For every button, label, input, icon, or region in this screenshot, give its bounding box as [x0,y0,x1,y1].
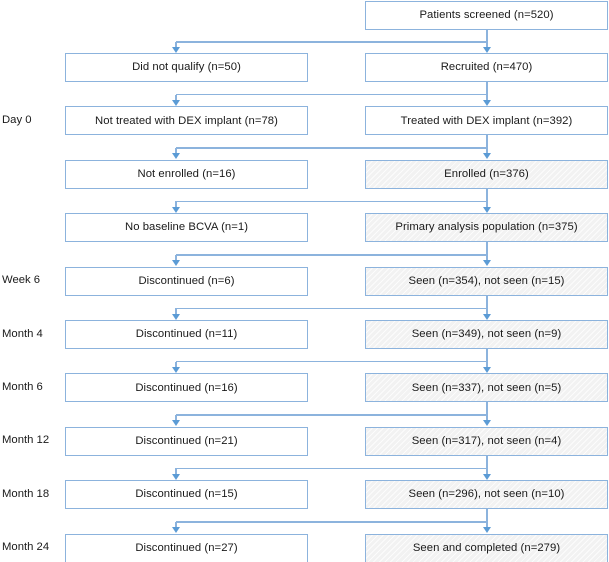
row-label-8: Month 18 [2,487,50,500]
node-row-5-right: Seen (n=349), not seen (n=9) [365,320,608,349]
connector-arrow-right-9 [482,527,491,534]
node-top-screened: Patients screened (n=520) [365,1,608,30]
connector-arrow-left-6 [171,366,180,373]
row-label-9: Month 24 [2,541,50,554]
connector-arrow-right-8 [482,473,491,480]
connector-trunk-2 [486,135,488,154]
node-row-9-right: Seen and completed (n=279) [365,533,608,562]
connector-arrow-left-5 [171,313,180,320]
connector-elbow-3 [176,200,487,203]
connector-branch-5 [175,308,177,314]
node-row-8-right: Seen (n=296), not seen (n=10) [365,480,608,510]
connector-arrow-left-7 [171,420,180,427]
connector-branch-6 [175,361,177,368]
connector-trunk-3 [486,188,488,208]
connector-elbow-8 [176,467,487,470]
node-row-6-right: Seen (n=337), not seen (n=5) [365,373,608,403]
connector-arrow-right-5 [482,313,491,320]
connector-arrow-left-2 [171,153,180,160]
node-row-9-left: Discontinued (n=27) [65,533,308,562]
node-row-3-right: Primary analysis population (n=375) [365,213,608,243]
connector-branch-3 [175,201,177,208]
connector-trunk-5 [486,295,488,314]
connector-elbow-2 [176,147,487,149]
connector-elbow-7 [176,414,487,416]
connector-elbow-6 [176,360,487,363]
connector-elbow-4 [176,254,487,256]
row-label-6: Month 6 [2,380,43,393]
connector-arrow-left-1 [171,99,180,106]
node-row-7-right: Seen (n=317), not seen (n=4) [365,426,608,456]
connector-elbow-5 [176,307,487,309]
connector-elbow-9 [176,521,487,523]
connector-branch-0 [175,41,177,47]
connector-trunk-9 [486,509,488,528]
connector-elbow-1 [176,93,487,96]
connector-branch-2 [175,148,177,154]
connector-branch-8 [175,468,177,475]
connector-trunk-1 [486,82,488,101]
connector-arrow-left-4 [171,260,180,267]
connector-elbow-0 [176,41,487,43]
connector-trunk-4 [486,242,488,261]
row-label-1: Day 0 [2,113,32,126]
node-row-5-left: Discontinued (n=11) [65,320,308,349]
connector-arrow-left-8 [171,473,180,480]
node-row-0-right: Recruited (n=470) [365,53,608,82]
connector-arrow-right-1 [482,99,491,106]
row-label-4: Week 6 [2,274,41,287]
node-row-4-left: Discontinued (n=6) [65,266,308,296]
node-row-1-right: Treated with DEX implant (n=392) [365,106,608,136]
connector-arrow-left-9 [171,527,180,534]
node-row-7-left: Discontinued (n=21) [65,426,308,456]
connector-arrow-right-4 [482,260,491,267]
connector-branch-4 [175,254,177,261]
node-row-4-right: Seen (n=354), not seen (n=15) [365,266,608,296]
connector-arrow-right-6 [482,366,491,373]
node-row-0-left: Did not qualify (n=50) [65,53,308,82]
node-row-8-left: Discontinued (n=15) [65,480,308,510]
connector-trunk-0 [486,30,488,47]
connector-arrow-right-7 [482,420,491,427]
node-row-2-left: Not enrolled (n=16) [65,159,308,189]
connector-trunk-6 [486,349,488,368]
node-row-2-right: Enrolled (n=376) [365,159,608,189]
connector-arrow-right-2 [482,153,491,160]
node-row-3-left: No baseline BCVA (n=1) [65,213,308,243]
connector-branch-7 [175,415,177,421]
connector-arrow-left-0 [171,46,180,53]
connector-branch-9 [175,521,177,528]
node-row-1-left: Not treated with DEX implant (n=78) [65,106,308,136]
connector-branch-1 [175,94,177,101]
row-label-7: Month 12 [2,434,50,447]
connector-trunk-7 [486,402,488,421]
connector-arrow-right-3 [482,206,491,213]
row-label-5: Month 4 [2,327,43,340]
connector-arrow-left-3 [171,206,180,213]
connector-trunk-8 [486,455,488,475]
connector-arrow-right-0 [482,46,491,53]
node-row-6-left: Discontinued (n=16) [65,373,308,403]
